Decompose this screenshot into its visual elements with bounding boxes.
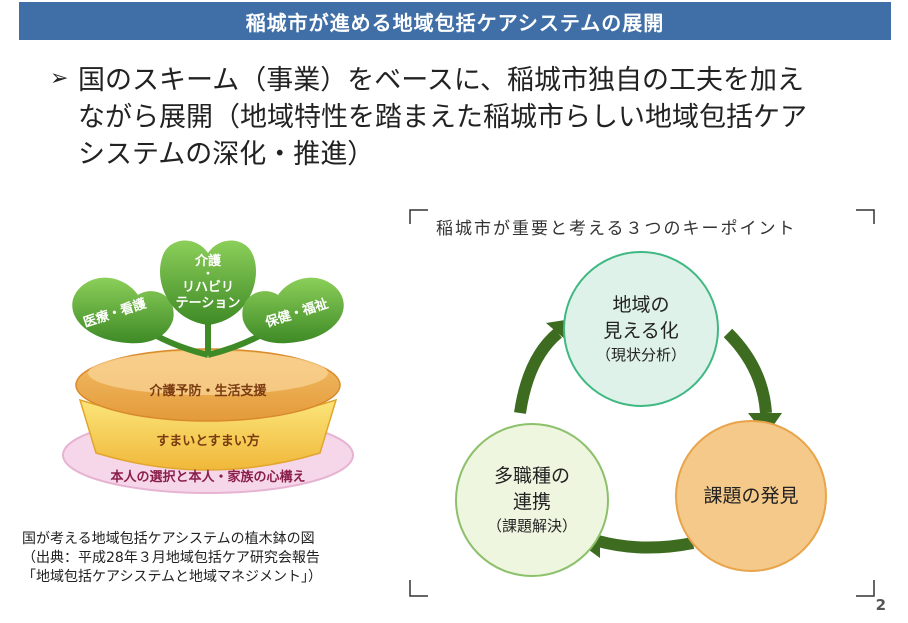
bullet-arrow-icon: ➢ [50,66,69,91]
circle3-line3: （課題解決） [486,517,577,535]
pot-label: すまいとすまい方 [156,433,260,449]
circle1-line1: 地域の [612,294,670,316]
arrow-3-to-1 [514,328,562,414]
bullet-line-1: 国のスキーム（事業）をベースに、稲城市独自の工夫を加え [78,65,805,96]
leaf-center-label-2: ・ [203,267,214,280]
leaf-right-shape [242,277,344,344]
title-bar: 稲城市が進める地域包括ケアシステムの展開 [19,2,891,40]
arrow-2-to-3 [596,535,695,554]
leaf-center-shape [160,240,256,325]
circle3-line2: 連携 [512,491,551,513]
circle2-line1: 課題の発見 [703,485,799,507]
bullet-line-3: システムの深化・推進） [78,139,375,170]
caption-line-1: 国が考える地域包括ケアシステムの植木鉢の図 [22,531,315,547]
bullet-line-2: ながら展開（地域特性を踏まえた稲城市らしい地域包括ケア [78,102,807,133]
circle3-line1: 多職種の [493,465,570,487]
circle-collaboration: 多職種の 連携 （課題解決） [455,423,609,577]
page-number: 2 [875,596,886,614]
caption-line-3: 「地域包括ケアシステムと地域マネジメント」） [22,569,323,585]
circle-visualization: 地域の 見える化 （現状分析） [563,251,719,407]
arrow-1-to-2 [723,328,772,414]
plant-pot-illustration: 医療・看護 介護 ・ リハビリ テーション 保健・福祉 介護予防・生活支援 すま… [62,240,354,494]
leaf-center-label-1: 介護 [194,253,222,269]
key-points-heading: 稲城市が重要と考える３つのキーポイント [432,214,801,239]
soil-label: 介護予防・生活支援 [148,383,267,399]
bullet-text: 国のスキーム（事業）をベースに、稲城市独自の工夫を加え ながら展開（地域特性を踏… [78,62,870,173]
caption-line-2: （出典：平成28年３月地域包括ケア研究会報告 [22,550,320,566]
leaf-left-shape [72,277,174,344]
leaf-center-label-4: テーション [176,296,241,311]
saucer-label: 本人の選択と本人・家族の心構え [110,469,305,485]
bullet-point: ➢ 国のスキーム（事業）をベースに、稲城市独自の工夫を加え ながら展開（地域特性… [50,62,870,173]
leaf-center-label-3: リハビリ [182,279,234,295]
page-title: 稲城市が進める地域包括ケアシステムの展開 [245,10,665,35]
circle1-line3: （現状分析） [595,346,686,364]
circle1-line2: 見える化 [603,320,679,342]
circle-issue-discovery: 課題の発見 [675,420,827,572]
figure-caption: 国が考える地域包括ケアシステムの植木鉢の図 （出典：平成28年３月地域包括ケア研… [22,530,402,587]
